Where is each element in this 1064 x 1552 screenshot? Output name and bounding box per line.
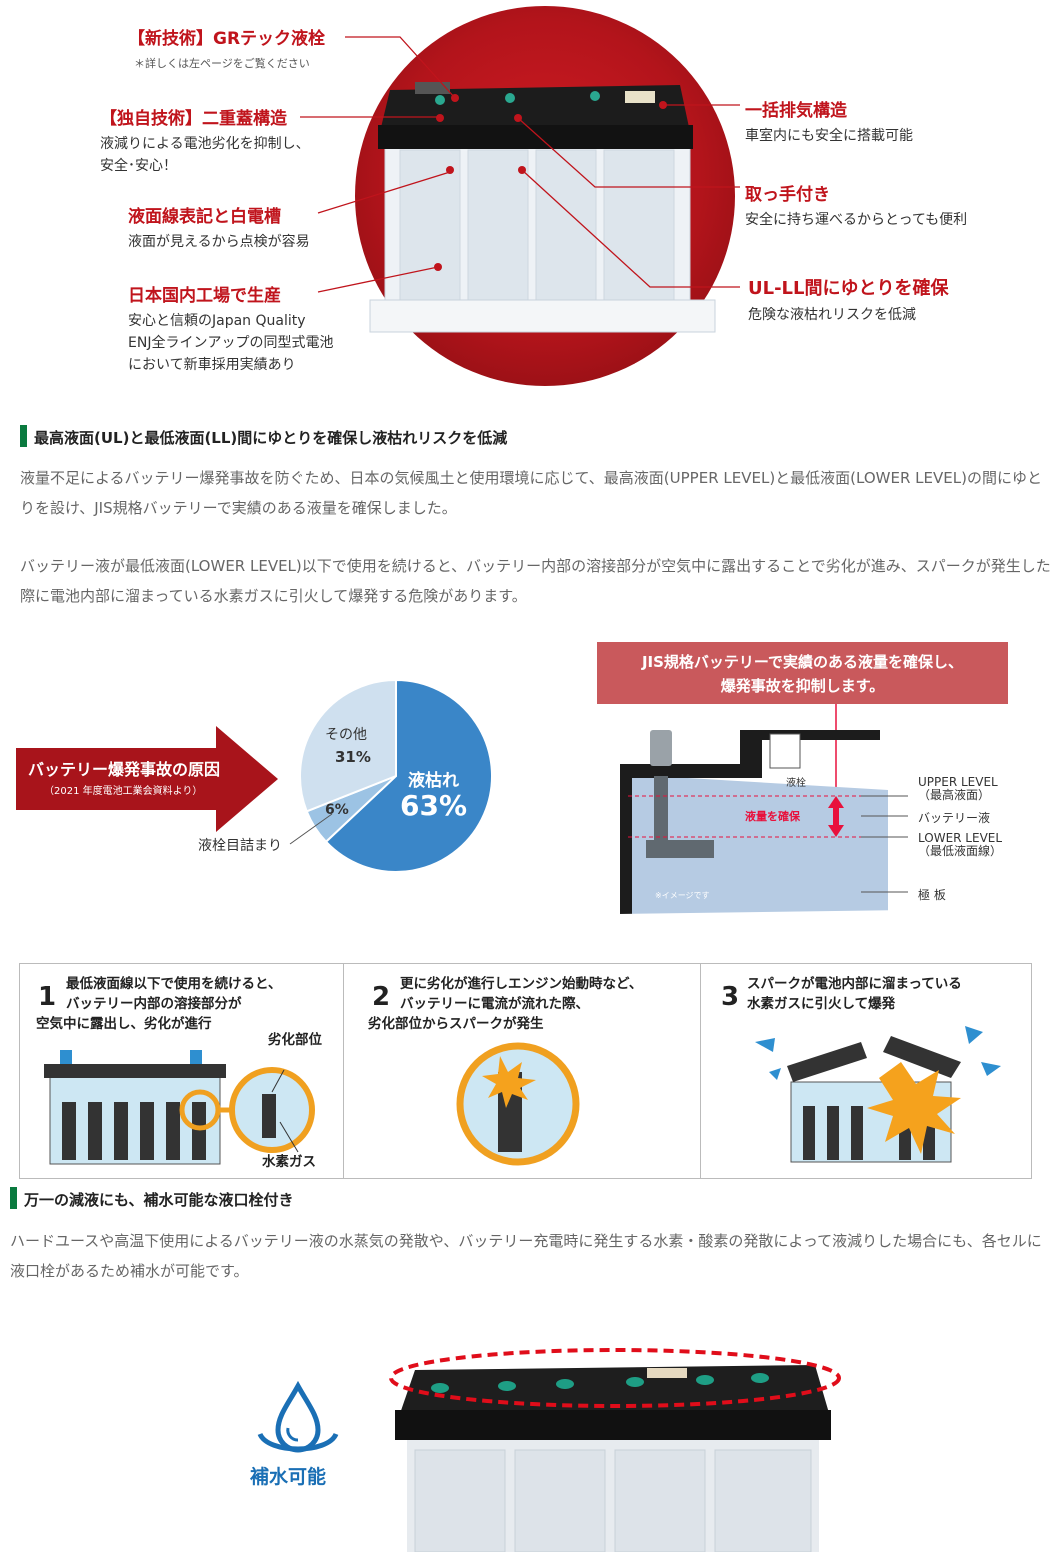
section1-heading: 最高液面(UL)と最低液面(LL)間にゆとりを確保し液枯れリスクを低減 bbox=[34, 429, 508, 447]
step-2-line3: 劣化部位からスパークが発生 bbox=[368, 1016, 544, 1032]
callout-level-lines-title: 液面線表記と白電槽 bbox=[128, 207, 281, 227]
step-3-illustration bbox=[755, 1026, 1001, 1163]
pie-value-dry: 63% bbox=[400, 789, 468, 822]
plate-label: 極 板 bbox=[918, 888, 946, 902]
cause-arrow: バッテリー爆発事故の原因 （2021 年度電池工業会資料より） bbox=[16, 726, 281, 832]
level-banner-line1: JIS規格バッテリーで実績のある液量を確保し、 bbox=[641, 653, 964, 671]
section2-heading: 万一の減液にも、補水可能な液口栓付き bbox=[24, 1191, 294, 1209]
lower-level-sub: （最低液面線） bbox=[918, 844, 1003, 858]
upper-level-label: UPPER LEVEL （最高液面） bbox=[918, 776, 998, 802]
pie-label-dry: 液枯れ bbox=[408, 771, 459, 791]
cause-pie-chart bbox=[299, 678, 493, 873]
callout-level-lines-line1: 液面が見えるから点検が容易 bbox=[128, 234, 310, 250]
step-1-panel: 1 最低液面線以下で使用を続けると、 バッテリー内部の溶接部分が 空気中に露出し… bbox=[19, 963, 345, 1179]
callout-gr-tech-plug-note: ＊詳しくは左ページをご覧ください bbox=[134, 57, 310, 70]
level-cross-section bbox=[618, 704, 908, 918]
callout-made-in-japan-line2: ENJ全ラインアップの同型式電池 bbox=[128, 335, 334, 351]
callout-leader-lines bbox=[300, 36, 740, 293]
clog-leader-line bbox=[289, 813, 333, 845]
image-note: ※イメージです bbox=[655, 891, 710, 900]
pie-value-clog: 6% bbox=[325, 802, 349, 818]
hero-feature-image: 【新技術】GRテック液栓 ＊詳しくは左ページをご覧ください 【独自技術】二重蓋構… bbox=[0, 0, 1064, 395]
callout-double-lid-title: 【独自技術】二重蓋構造 bbox=[100, 109, 287, 129]
step-3-panel: 3 スパークが電池内部に溜まっている 水素ガスに引火して爆発 bbox=[700, 963, 1032, 1179]
section1-paragraph-2: バッテリー液が最低液面(LOWER LEVEL)以下で使用を続けると、バッテリー… bbox=[20, 557, 1051, 605]
callout-exhaust-line1: 車室内にも安全に搭載可能 bbox=[745, 128, 913, 144]
pie-label-other: その他 bbox=[325, 727, 367, 743]
step-1-illustration bbox=[44, 1050, 315, 1165]
pie-label-clog: 液栓目詰まり bbox=[198, 838, 282, 854]
callout-double-lid-line1: 液減りによる電池劣化を抑制し、 bbox=[100, 136, 310, 152]
callout-ul-ll-line1: 危険な液枯れリスクを低減 bbox=[748, 307, 916, 323]
callout-gr-tech-plug-title: 【新技術】GRテック液栓 bbox=[128, 29, 326, 49]
cause-arrow-subtitle: （2021 年度電池工業会資料より） bbox=[44, 786, 203, 797]
callout-handle-title: 取っ手付き bbox=[745, 185, 830, 205]
refill-label: 補水可能 bbox=[250, 1466, 327, 1488]
plug-label: 液栓 bbox=[786, 778, 806, 789]
callout-made-in-japan-line1: 安心と信頼のJapan Quality bbox=[128, 313, 306, 329]
pie-slice-2 bbox=[299, 678, 397, 813]
upper-level-text: UPPER LEVEL bbox=[918, 775, 998, 789]
callout-exhaust-title: 一括排気構造 bbox=[745, 101, 847, 121]
red-arrow-shape bbox=[16, 726, 278, 832]
step-3-line1: スパークが電池内部に溜まっている bbox=[747, 976, 962, 992]
step-2-line1: 更に劣化が進行しエンジン始動時など、 bbox=[400, 976, 643, 992]
section1-paragraph-1: 液量不足によるバッテリー爆発事故を防ぐため、日本の気候風土と使用環境に応じて、最… bbox=[20, 469, 1042, 517]
callout-made-in-japan-title: 日本国内工場で生産 bbox=[128, 286, 281, 306]
step-2-number: 2 bbox=[372, 982, 391, 1012]
step-3-number: 3 bbox=[721, 982, 740, 1012]
section2-paragraph: ハードユースや高温下使用によるバッテリー液の水蒸気の発散や、バッテリー充電時に発… bbox=[10, 1232, 1042, 1280]
step-1-line2: バッテリー内部の溶接部分が bbox=[66, 996, 242, 1012]
battery-top-illustration bbox=[389, 1348, 841, 1552]
level-banner-line2: 爆発事故を抑制します。 bbox=[720, 677, 885, 695]
callout-made-in-japan-line3: において新車採用実績あり bbox=[128, 357, 296, 373]
pie-slice-0 bbox=[324, 678, 493, 873]
degraded-part-label: 劣化部位 bbox=[268, 1032, 322, 1048]
step-2-panel: 2 更に劣化が進行しエンジン始動時など、 バッテリーに電流が流れた際、 劣化部位… bbox=[343, 963, 702, 1179]
section2-marker bbox=[10, 1187, 17, 1209]
callout-double-lid-line2: 安全･安心！ bbox=[100, 158, 177, 174]
battery-illustration bbox=[369, 82, 716, 333]
cause-arrow-title: バッテリー爆発事故の原因 bbox=[28, 760, 221, 779]
callout-ul-ll-title: UL-LL間にゆとりを確保 bbox=[748, 278, 949, 299]
lower-level-label: LOWER LEVEL （最低液面線） bbox=[918, 832, 1002, 858]
step-1-number: 1 bbox=[38, 982, 57, 1012]
callout-handle-line1: 安全に持ち運べるからとっても便利 bbox=[745, 212, 968, 228]
step-2-illustration bbox=[456, 1042, 580, 1166]
section-marker bbox=[20, 425, 27, 447]
step-1-line3: 空気中に露出し、劣化が進行 bbox=[36, 1016, 212, 1032]
water-drop-icon bbox=[257, 1380, 339, 1453]
level-banner: JIS規格バッテリーで実績のある液量を確保し、 爆発事故を抑制します。 bbox=[597, 642, 1008, 704]
hydrogen-gas-label: 水素ガス bbox=[262, 1154, 316, 1170]
step-3-line2: 水素ガスに引火して爆発 bbox=[747, 996, 896, 1012]
step-2-line2: バッテリーに電流が流れた際、 bbox=[400, 996, 589, 1012]
step-1-line1: 最低液面線以下で使用を続けると、 bbox=[66, 976, 282, 992]
upper-level-sub: （最高液面） bbox=[918, 788, 991, 802]
fluid-label: バッテリー液 bbox=[918, 811, 991, 825]
lower-level-text: LOWER LEVEL bbox=[918, 831, 1003, 845]
secured-label: 液量を確保 bbox=[745, 810, 800, 823]
pie-value-other: 31% bbox=[335, 748, 371, 766]
